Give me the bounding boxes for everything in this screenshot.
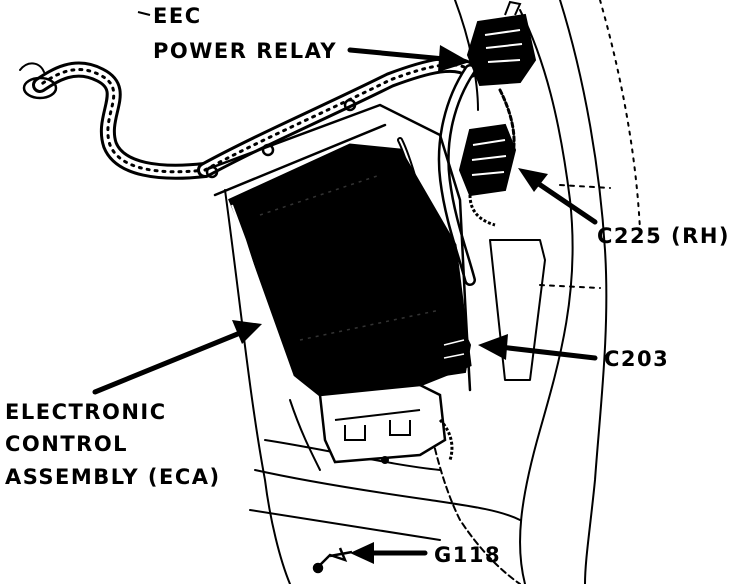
eca-label-line3: ASSEMBLY (ECA) xyxy=(5,465,221,489)
g118-arrow xyxy=(350,542,428,564)
g118-label: G118 xyxy=(434,543,502,567)
c203-arrow xyxy=(478,334,598,361)
c203-connector xyxy=(436,326,472,377)
body-panel-lines xyxy=(419,0,641,584)
eec-power-relay xyxy=(466,0,537,87)
c225-arrow xyxy=(518,168,598,225)
eec-label-line2: POWER RELAY xyxy=(153,39,338,63)
eca-label-line1: ELECTRONIC xyxy=(5,400,167,424)
g118-ground xyxy=(312,547,353,574)
eec-leader-line xyxy=(137,11,151,16)
eca-arrow xyxy=(92,320,262,395)
c225-connector xyxy=(458,123,517,227)
eec-label-line1: EEC xyxy=(153,4,202,28)
eca-label-line2: CONTROL xyxy=(5,432,129,456)
c225-label: C225 (RH) xyxy=(597,224,730,248)
c203-label: C203 xyxy=(604,347,670,371)
eca-module xyxy=(228,143,472,464)
eec-relay-arrow xyxy=(347,45,470,72)
